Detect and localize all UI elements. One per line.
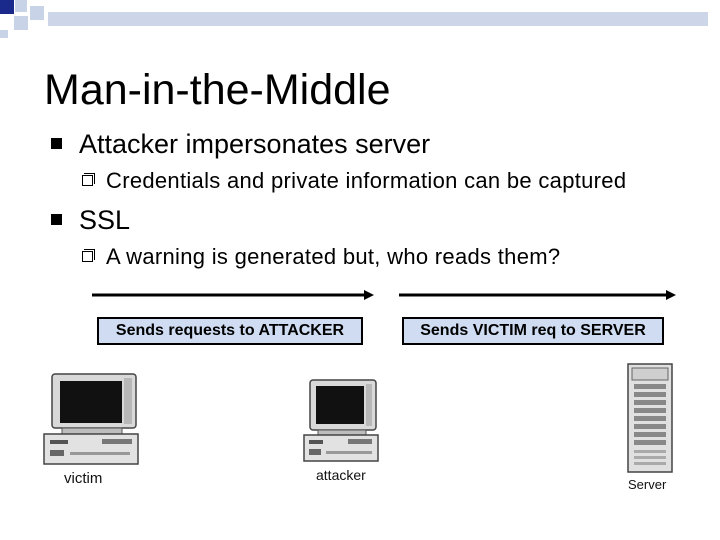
right-flow-label: Sends VICTIM req to SERVER bbox=[402, 317, 664, 345]
square-bullet-icon bbox=[51, 214, 62, 225]
victim-computer-icon bbox=[42, 372, 142, 468]
bullet-1-text: Attacker impersonates server bbox=[79, 129, 430, 159]
server-caption: Server bbox=[628, 476, 666, 494]
victim-caption: victim bbox=[64, 470, 102, 488]
sub-bullet-1-text: Credentials and private information can … bbox=[106, 168, 626, 193]
checkbox-bullet-icon bbox=[82, 175, 93, 186]
checkbox-bullet-icon bbox=[82, 251, 93, 262]
slide-title: Man-in-the-Middle bbox=[44, 64, 391, 116]
attacker-computer-icon bbox=[302, 378, 380, 464]
sub-bullet-2: A warning is generated but, who reads th… bbox=[106, 244, 560, 270]
bullet-2: SSL bbox=[79, 204, 130, 236]
attacker-caption: attacker bbox=[316, 466, 366, 484]
sub-bullet-1: Credentials and private information can … bbox=[106, 168, 626, 194]
left-flow-label: Sends requests to ATTACKER bbox=[97, 317, 363, 345]
bullet-1: Attacker impersonates server bbox=[79, 128, 430, 160]
arrow-to-server bbox=[397, 288, 677, 302]
square-bullet-icon bbox=[51, 138, 62, 149]
arrow-to-attacker bbox=[90, 288, 375, 302]
server-icon bbox=[626, 362, 674, 474]
sub-bullet-2-text: A warning is generated but, who reads th… bbox=[106, 244, 560, 269]
bullet-2-text: SSL bbox=[79, 205, 130, 235]
header-decoration bbox=[0, 0, 720, 40]
